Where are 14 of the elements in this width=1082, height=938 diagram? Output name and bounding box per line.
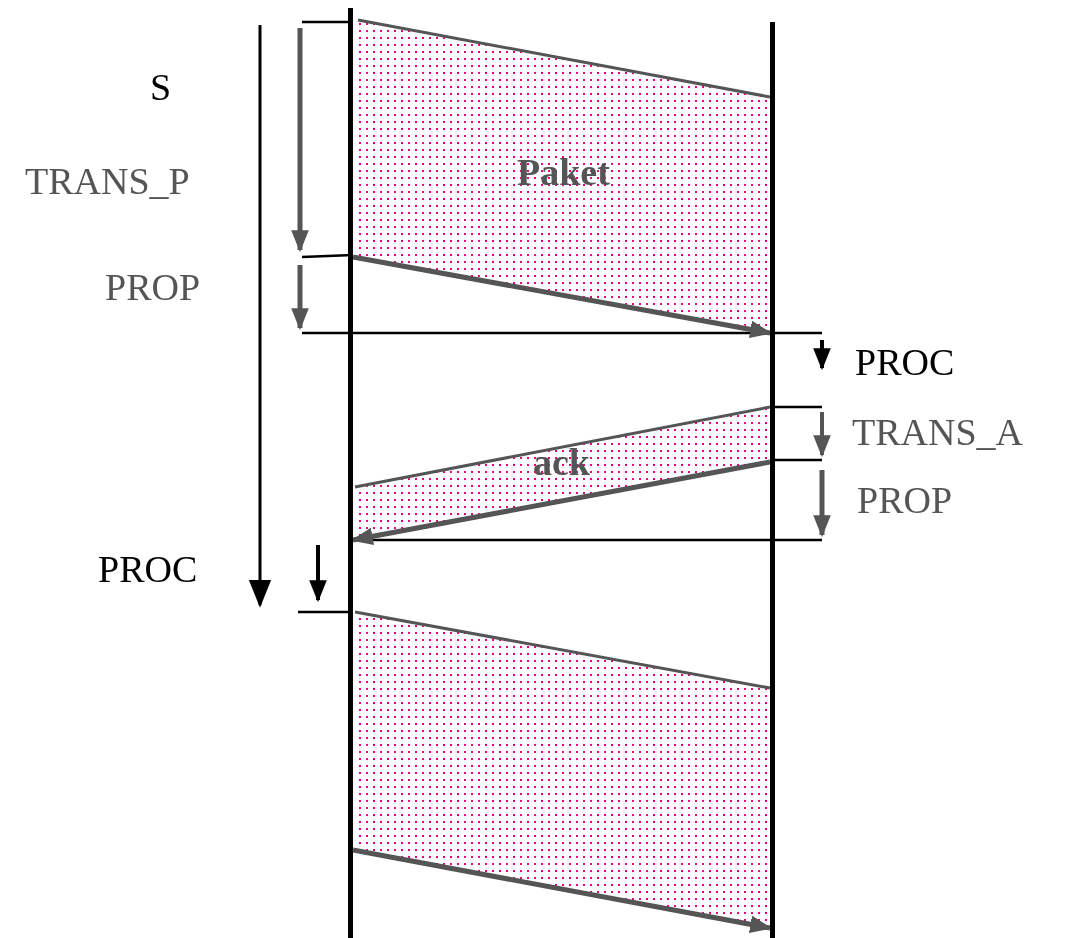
arrow — [352, 254, 773, 339]
packet-label: Paket — [517, 153, 610, 191]
duration-label: TRANS_A — [852, 413, 1024, 451]
duration-label: TRANS_P — [25, 162, 190, 200]
ack-label: ack — [533, 443, 590, 481]
arrow — [350, 459, 771, 545]
axis-label: S — [150, 68, 172, 106]
timeline-bar — [770, 22, 775, 938]
timeline-bar — [348, 8, 353, 938]
duration-label: PROC — [855, 343, 955, 381]
duration-label: PROP — [105, 268, 201, 306]
arrow — [352, 847, 773, 933]
duration-label: PROP — [857, 481, 953, 519]
duration-label: PROC — [98, 550, 198, 588]
